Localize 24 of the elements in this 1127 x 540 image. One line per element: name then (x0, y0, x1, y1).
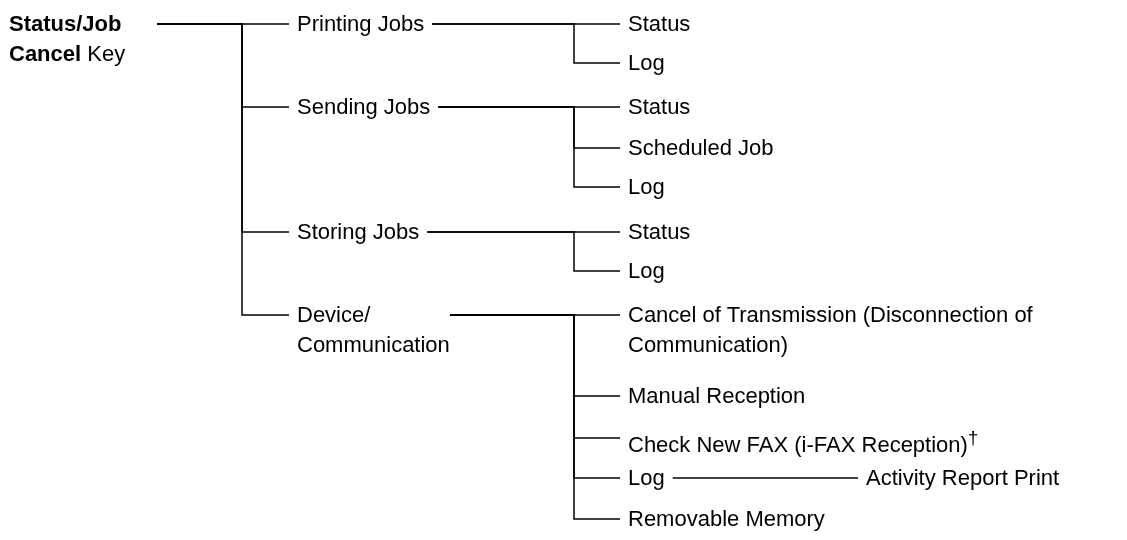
connector-line (449, 314, 621, 520)
menu-item-label: Log (620, 172, 673, 202)
menu-item-label: Manual Reception (620, 381, 814, 411)
connector-line (426, 231, 621, 272)
menu-item-label: Storing Jobs (289, 217, 428, 247)
menu-item-label: Activity Report Print (858, 463, 1068, 493)
menu-item-label: Log (620, 48, 673, 78)
menu-item-label: Status (620, 9, 699, 39)
menu-item-label: Sending Jobs (289, 92, 439, 122)
menu-item-label: Scheduled Job (620, 133, 782, 163)
menu-item-label: Check New FAX (i-FAX Reception)$^{†}$ (620, 423, 987, 461)
connector-line (671, 477, 859, 479)
menu-item-label: Removable Memory (620, 504, 833, 534)
menu-item-label: Status (620, 217, 699, 247)
menu-item-label: Log (620, 463, 673, 493)
menu-item-label: Device/ Communication (289, 300, 450, 360)
menu-item-label: Cancel of Transmission (Disconnection of Communication) (620, 300, 1127, 360)
menu-item-label: Status (620, 92, 699, 122)
connector-line (431, 23, 621, 64)
connector-line (156, 23, 290, 316)
menu-item-label: Status/Job Cancel Key (1, 9, 157, 69)
connector-line (437, 106, 621, 188)
menu-item-label: Printing Jobs (289, 9, 433, 39)
menu-item-label: Log (620, 256, 673, 286)
